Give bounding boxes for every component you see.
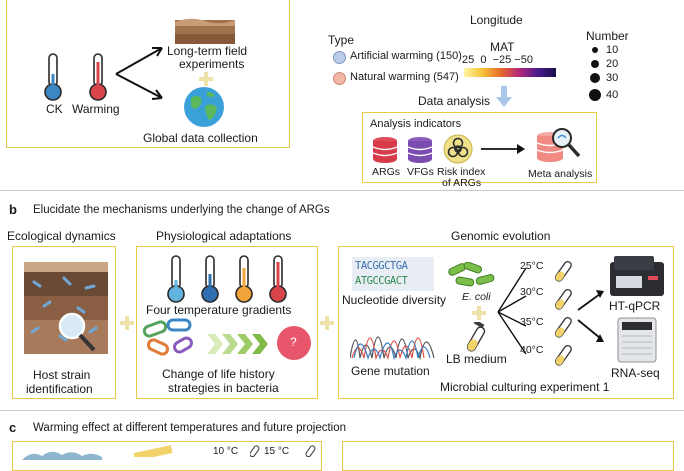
risk-index-line2: of ARGs: [442, 177, 482, 189]
panel-b-letter: b: [9, 202, 17, 217]
plus-icon: [120, 316, 134, 330]
host-strain-line2: identification: [26, 382, 93, 396]
panel-c-title: Warming effect at different temperatures…: [33, 422, 347, 434]
mat-title: MAT: [490, 40, 515, 54]
temp-35: 35°C: [520, 316, 544, 328]
mat-colorbar: [464, 68, 556, 77]
life-history-line1: Change of life history: [162, 367, 275, 381]
global-data-label: Global data collection: [143, 131, 258, 145]
down-arrow-icon: [496, 86, 512, 107]
sequence-grid: [352, 257, 434, 291]
warming-label: Warming: [72, 102, 120, 116]
panel-b-title: Elucidate the mechanisms underlying the …: [33, 204, 330, 216]
panel-c-letter: c: [9, 420, 17, 435]
natural-warming-dot: [333, 72, 346, 85]
number-dot-40: [589, 89, 601, 101]
number-dot-20: [591, 60, 599, 68]
analysis-indicators-title: Analysis indicators: [370, 118, 462, 130]
plus-icon: [199, 72, 213, 86]
htqpcr-label: HT-qPCR: [609, 299, 661, 313]
culture-tubes-icon: [554, 260, 572, 366]
physiological-adaptations-label: Physiological adaptations: [156, 229, 292, 243]
host-strain-line1: Host strain: [33, 368, 91, 382]
plus-icon: [320, 316, 334, 330]
number-dot-30: [590, 73, 600, 83]
genomic-evolution-box: [338, 246, 674, 399]
vfgs-database-icon: [407, 137, 433, 163]
risk-index-line1: Risk index: [437, 166, 486, 178]
number-10: 10: [606, 44, 619, 56]
ecoli-label: E. coli: [462, 291, 491, 303]
rnaseq-machine-icon: [617, 317, 657, 363]
temp-branch-arrows: [497, 267, 527, 355]
soil-profile-icon: [175, 18, 235, 44]
four-gradients-label: Four temperature gradients: [146, 303, 292, 317]
temp-25: 25°C: [520, 260, 544, 272]
biohazard-icon: [443, 134, 473, 164]
mat-ticks: 25 0 −25 −50: [462, 54, 533, 66]
four-thermometers-icon: [167, 255, 287, 303]
nucleotide-diversity-label: Nucleotide diversity: [342, 293, 447, 307]
warming-thermometer-icon: [89, 53, 107, 101]
right-arrow-icon: [481, 144, 525, 154]
panel-a-left-box: [6, 0, 290, 148]
ck-label: CK: [46, 102, 63, 116]
temp-30: 30°C: [520, 286, 544, 298]
sequence-row2: ATGCCGACT: [355, 275, 408, 287]
microbial-culturing-label: Microbial culturing experiment 1: [440, 380, 610, 394]
gene-mutation-label: Gene mutation: [351, 364, 430, 378]
vfgs-label: VFGs: [407, 166, 434, 178]
artificial-warming-label: Artificial warming (150): [350, 50, 462, 62]
soil-strata-icon: [24, 262, 108, 354]
ruler-icon: [134, 445, 173, 457]
natural-warming-label: Natural warming (547): [350, 71, 459, 83]
chromatogram-icon: [350, 336, 435, 360]
panel-b-bottom-rule: [0, 410, 684, 411]
rnaseq-label: RNA-seq: [611, 366, 660, 380]
chevron-arrows-icon: [207, 334, 268, 354]
analysis-indicators-box: [362, 112, 597, 183]
lb-medium-tube-icon: [466, 322, 486, 352]
to-instruments-arrows: [577, 290, 604, 342]
question-circle: [277, 326, 311, 360]
panel-c-right-box: [342, 441, 674, 471]
bacteria-cluster-icon: [142, 318, 193, 356]
plus-icon: [472, 306, 486, 320]
lb-medium-label: LB medium: [446, 352, 507, 366]
genomic-evolution-label: Genomic evolution: [451, 229, 551, 243]
ck-thermometer-icon: [44, 53, 62, 101]
number-dot-10: [592, 47, 598, 53]
temp-40: 40°C: [520, 344, 544, 356]
number-20: 20: [606, 58, 619, 70]
branch-arrows: [115, 47, 163, 100]
args-label: ARGs: [372, 166, 401, 178]
meta-analysis-icon: [536, 128, 581, 162]
field-experiments-line2: experiments: [179, 57, 245, 71]
meta-analysis-label: Meta analysis: [528, 168, 593, 180]
htqpcr-machine-icon: [610, 256, 664, 296]
question-mark: ?: [290, 335, 297, 349]
panel-a-bottom-rule: [0, 190, 684, 191]
number-40: 40: [606, 89, 619, 101]
temp-10: 10 °C: [213, 446, 239, 457]
args-database-icon: [372, 137, 398, 163]
panel-c-tubes-icon: [250, 445, 316, 457]
landscape-icon: [22, 451, 102, 460]
number-30: 30: [606, 72, 619, 84]
ecoli-cells-icon: [448, 262, 495, 287]
data-analysis-label: Data analysis: [418, 94, 491, 108]
temp-15: 15 °C: [264, 446, 290, 457]
sequence-row1: TACGGCTGA: [355, 260, 408, 272]
field-experiments-line1: Long-term field: [167, 44, 248, 58]
globe-icon: [184, 87, 224, 127]
type-title: Type: [328, 33, 355, 47]
ecological-dynamics-box: [12, 246, 116, 399]
ecological-dynamics-label: Ecological dynamics: [7, 229, 116, 243]
physiological-adaptations-box: [136, 246, 318, 399]
life-history-line2: strategies in bacteria: [168, 381, 279, 395]
artificial-warming-dot: [333, 51, 346, 64]
number-title: Number: [586, 29, 629, 43]
longitude-label: Longitude: [470, 13, 523, 27]
